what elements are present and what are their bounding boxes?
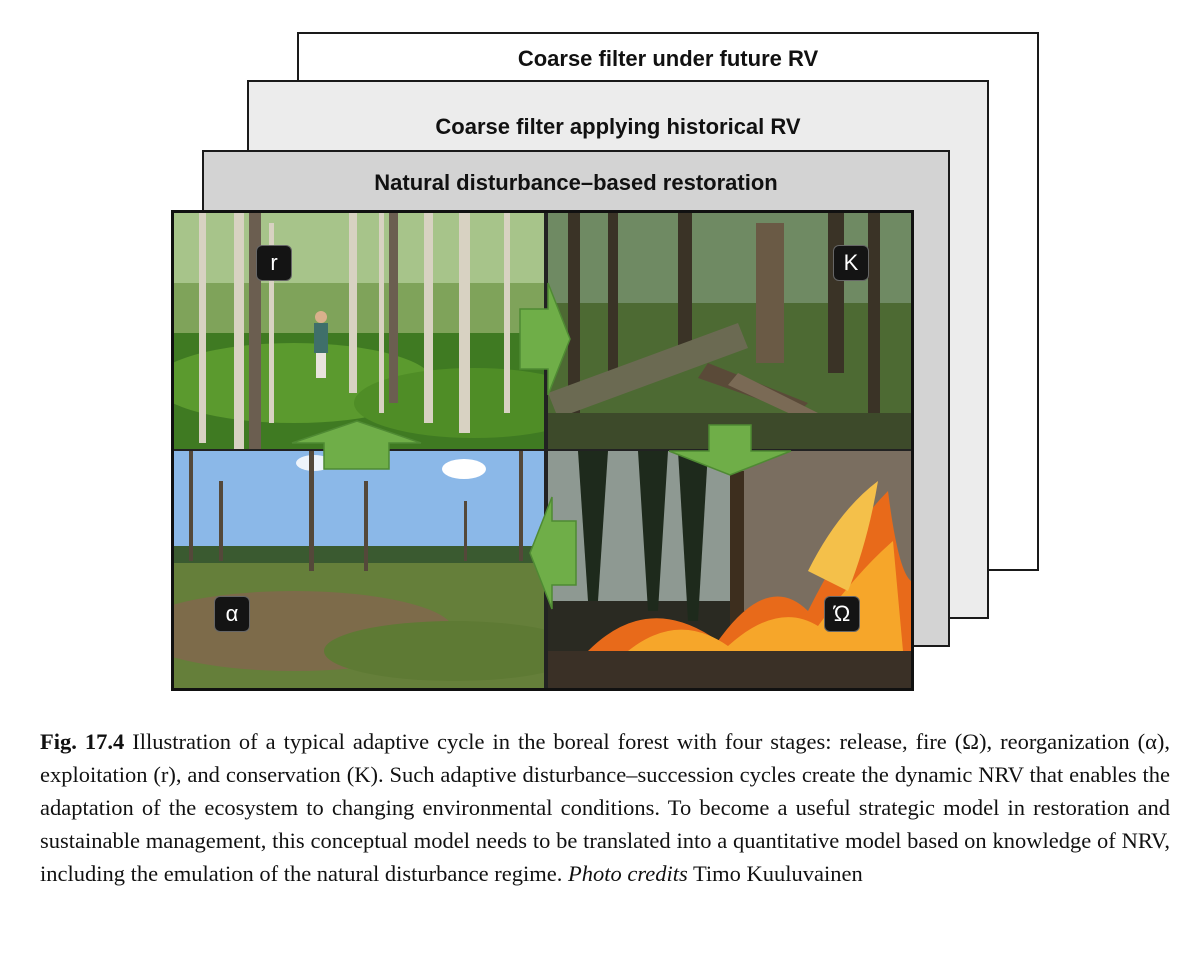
caption-text: Illustration of a typical adaptive cycle… <box>40 729 1171 886</box>
exploitation-photo: r <box>174 213 544 449</box>
future-rv-title: Coarse filter under future RV <box>517 46 819 71</box>
photo-credit-label: Photo credits <box>567 861 688 886</box>
figure-caption: Fig. 17.4 Illustration of a typical adap… <box>40 725 1170 890</box>
natural-disturbance-title: Natural disturbance–based restoration <box>374 170 778 195</box>
conservation-label: K <box>833 245 869 281</box>
adaptive-cycle-photo-grid: r K <box>171 210 914 691</box>
release-fire-photo: Ώ <box>548 451 911 688</box>
historical-rv-title: Coarse filter applying historical RV <box>435 114 801 139</box>
reorganization-photo: α <box>174 451 544 688</box>
reorganization-label: α <box>214 596 250 632</box>
photo-credit-name: Timo Kuuluvainen <box>692 861 863 886</box>
conservation-photo: K <box>548 213 911 449</box>
release-label: Ώ <box>824 596 860 632</box>
exploitation-label: r <box>256 245 292 281</box>
figure-label: Fig. 17.4 <box>40 729 125 754</box>
